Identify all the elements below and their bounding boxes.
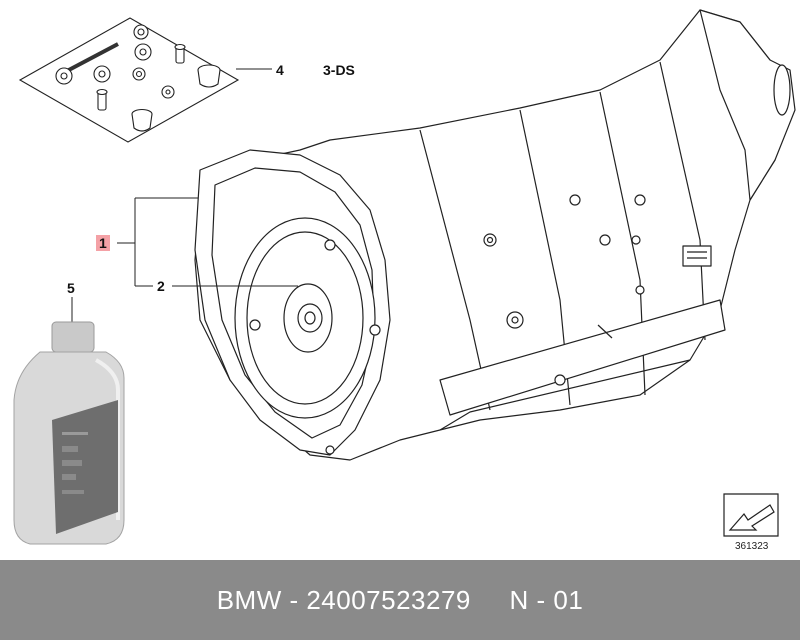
part-number-text: BMW - 24007523279 N - 01 [216, 584, 584, 615]
bottle-cap [51, 321, 95, 353]
small-parts-kit [18, 17, 240, 143]
kit-nut-4 [93, 65, 111, 83]
kit-pin [174, 43, 186, 64]
callout-2: 2 [157, 278, 165, 294]
output-housing [699, 9, 796, 201]
variant-label: 3-DS [323, 62, 355, 78]
reference-number: 361323 [735, 541, 769, 552]
connector-plate [682, 245, 712, 267]
kit-bolt [96, 88, 108, 111]
diagram-canvas [13, 9, 796, 545]
kit-cap-small [131, 108, 153, 132]
callout-1: 1 [96, 235, 110, 251]
callout-bracket [117, 197, 298, 287]
callout-5: 5 [67, 280, 75, 296]
kit-nut-2 [134, 43, 152, 61]
kit-nut-5 [132, 67, 146, 81]
kit-plug [161, 85, 175, 99]
kit-nut-1 [133, 24, 149, 40]
reference-arrow-icon [723, 493, 779, 537]
oil-pan [439, 299, 726, 416]
callout-4: 4 [276, 62, 284, 78]
kit-cap-large [197, 64, 221, 88]
oil-bottle [13, 321, 125, 545]
transmission-assembly [194, 9, 796, 461]
kit-nut-3 [55, 67, 73, 85]
bottle-label [52, 400, 118, 534]
footer-bar: BMW - 24007523279 N - 01 [0, 560, 800, 640]
